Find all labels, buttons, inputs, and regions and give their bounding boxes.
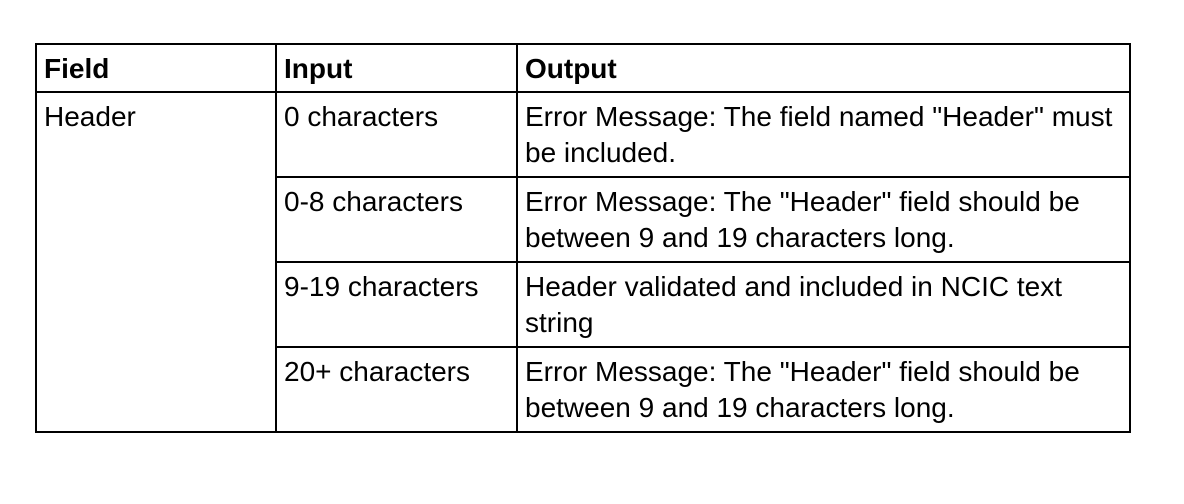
input-cell: 0-8 characters xyxy=(275,176,518,263)
validation-table: Field Input Output Header 0 characters E… xyxy=(35,43,1131,433)
input-cell: 9-19 characters xyxy=(275,261,518,348)
output-cell: Header validated and included in NCIC te… xyxy=(516,261,1131,348)
table-row: Header 0 characters Error Message: The f… xyxy=(35,91,1131,433)
field-cell: Header xyxy=(35,91,277,433)
output-cell: Error Message: The field named "Header" … xyxy=(516,91,1131,178)
input-cell: 0 characters xyxy=(275,91,518,178)
column-header-output: Output xyxy=(516,43,1131,93)
table-header-row: Field Input Output xyxy=(35,43,1131,93)
input-cell: 20+ characters xyxy=(275,346,518,433)
column-header-input: Input xyxy=(275,43,518,93)
table-row: 9-19 characters Header validated and inc… xyxy=(36,261,1131,348)
output-cell: Error Message: The "Header" field should… xyxy=(516,346,1131,433)
table-row: 20+ characters Error Message: The "Heade… xyxy=(36,346,1131,433)
output-cell: Error Message: The "Header" field should… xyxy=(516,176,1131,263)
column-header-field: Field xyxy=(35,43,277,93)
table-row: 0-8 characters Error Message: The "Heade… xyxy=(36,176,1131,263)
